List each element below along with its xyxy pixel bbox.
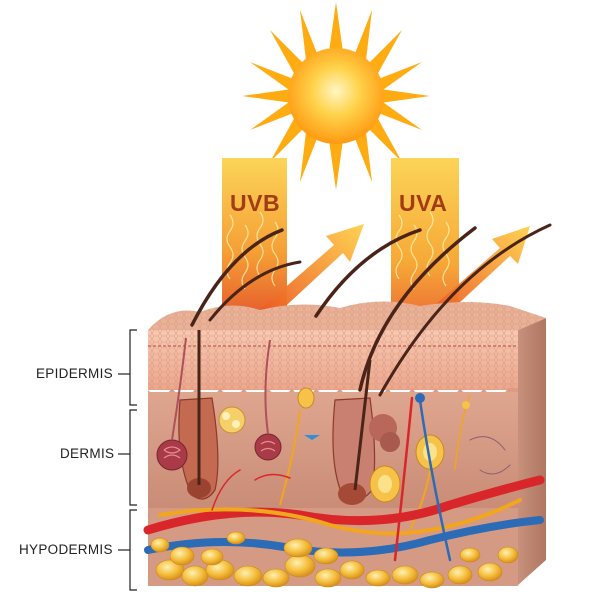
fat-cell bbox=[150, 531, 519, 589]
uvb-label: UVB bbox=[230, 190, 281, 216]
nerve-ending bbox=[279, 387, 471, 531]
uvb-arrow bbox=[250, 224, 364, 328]
dermis-label: DERMIS bbox=[60, 446, 115, 461]
layer-brackets bbox=[118, 329, 137, 591]
epidermis-layer bbox=[148, 330, 518, 398]
skin-surface bbox=[148, 301, 546, 330]
skin-block-side bbox=[518, 318, 546, 585]
blood-vessel bbox=[143, 393, 545, 562]
sebaceous-gland bbox=[218, 406, 400, 452]
uva-label: UVA bbox=[399, 190, 448, 216]
hair-strands bbox=[190, 223, 552, 397]
epidermis-label: EPIDERMIS bbox=[36, 366, 113, 381]
sun-icon bbox=[242, 2, 430, 190]
hair-follicle bbox=[178, 330, 376, 505]
hypodermis-label: HYPODERMIS bbox=[19, 542, 113, 557]
sweat-gland bbox=[156, 337, 282, 471]
